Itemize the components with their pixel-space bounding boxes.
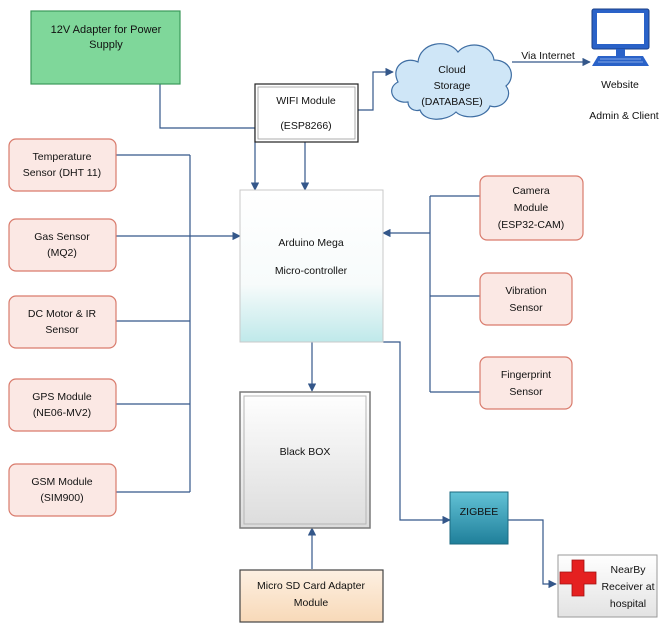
sd-adapter-label-1: Micro SD Card Adapter	[257, 580, 365, 592]
cloud-label-2: Storage	[434, 80, 471, 92]
power-adapter-block: 12V Adapter for Power Supply	[30, 10, 181, 85]
wifi-module-block: WIFI Module (ESP8266)	[254, 83, 359, 143]
cloud-label-3: (DATABASE)	[421, 96, 482, 108]
zigbee-block: ZIGBEE	[449, 491, 509, 545]
sensor-gps-label-2: (NE06-MV2)	[33, 407, 91, 419]
sensor-dc-motor-label-2: Sensor	[45, 324, 79, 336]
sensor-gas-label-2: (MQ2)	[47, 247, 77, 259]
sensor-gsm: GSM Module (SIM900)	[8, 463, 117, 517]
cloud-icon	[391, 43, 512, 120]
sensor-vibration-label-1: Vibration	[505, 285, 546, 297]
power-adapter-label-2: Supply	[89, 39, 123, 51]
via-internet-label: Via Internet	[521, 50, 575, 62]
connector-zigbee-to-hospital	[508, 519, 557, 589]
sensor-temperature-label-1: Temperature	[33, 151, 92, 163]
sensor-camera-label-1: Camera	[512, 185, 550, 197]
sensor-fingerprint-label-2: Sensor	[509, 386, 543, 398]
zigbee-label: ZIGBEE	[460, 506, 499, 518]
hospital-label-1: NearBy	[610, 564, 646, 576]
sensor-gps: GPS Module (NE06-MV2)	[8, 378, 117, 432]
wifi-module-label-1: WIFI Module	[276, 95, 336, 107]
sensor-gas: Gas Sensor (MQ2)	[8, 218, 117, 272]
sensor-camera-label-2: Module	[514, 202, 549, 214]
sensor-fingerprint-label-1: Fingerprint	[501, 369, 551, 381]
black-box-block: Black BOX	[239, 391, 371, 529]
sensor-dc-motor-label-1: DC Motor & IR	[28, 308, 97, 320]
connector-controller-to-zigbee	[383, 341, 451, 525]
connector-power-to-controller	[159, 84, 260, 191]
hospital-receiver-block: NearBy Receiver at hospital	[557, 554, 658, 618]
wifi-module-label-2: (ESP8266)	[280, 120, 331, 132]
sensor-vibration-label-2: Sensor	[509, 302, 543, 314]
black-box-label: Black BOX	[280, 446, 331, 458]
sensor-gsm-label-1: GSM Module	[31, 476, 92, 488]
controller-label-1: Arduino Mega	[278, 237, 344, 249]
connector-lines	[116, 57, 591, 589]
hospital-label-3: hospital	[610, 598, 646, 610]
connector-wifi-to-cloud	[358, 67, 394, 111]
arduino-controller-block: Arduino Mega Micro-controller	[239, 189, 384, 343]
website-block: Website Admin & Client	[589, 8, 659, 122]
cloud-label-1: Cloud	[438, 64, 466, 76]
cloud-storage-block: Cloud Storage (DATABASE)	[391, 43, 512, 120]
sensor-gas-label-1: Gas Sensor	[34, 231, 90, 243]
sensor-gsm-label-2: (SIM900)	[40, 492, 83, 504]
sensor-vibration: Vibration Sensor	[479, 272, 573, 326]
sensor-fingerprint: Fingerprint Sensor	[479, 356, 573, 410]
red-cross-icon	[559, 559, 597, 597]
sensor-camera: Camera Module (ESP32-CAM)	[479, 175, 584, 241]
hospital-label-2: Receiver at	[601, 581, 654, 593]
sd-adapter-block: Micro SD Card Adapter Module	[239, 569, 384, 623]
computer-monitor-icon	[591, 8, 650, 66]
controller-label-2: Micro-controller	[275, 265, 348, 277]
website-label: Website	[601, 79, 639, 91]
sensor-gps-label-1: GPS Module	[32, 391, 92, 403]
power-adapter-label-1: 12V Adapter for Power	[51, 24, 162, 36]
website-users-label: Admin & Client	[589, 110, 659, 122]
sensor-temperature-label-2: Sensor (DHT 11)	[23, 167, 101, 179]
sensor-dc-motor-ir: DC Motor & IR Sensor	[8, 295, 117, 349]
sensor-camera-label-3: (ESP32-CAM)	[498, 219, 565, 231]
sensor-temperature: Temperature Sensor (DHT 11)	[8, 138, 117, 192]
sd-adapter-label-2: Module	[294, 597, 329, 609]
